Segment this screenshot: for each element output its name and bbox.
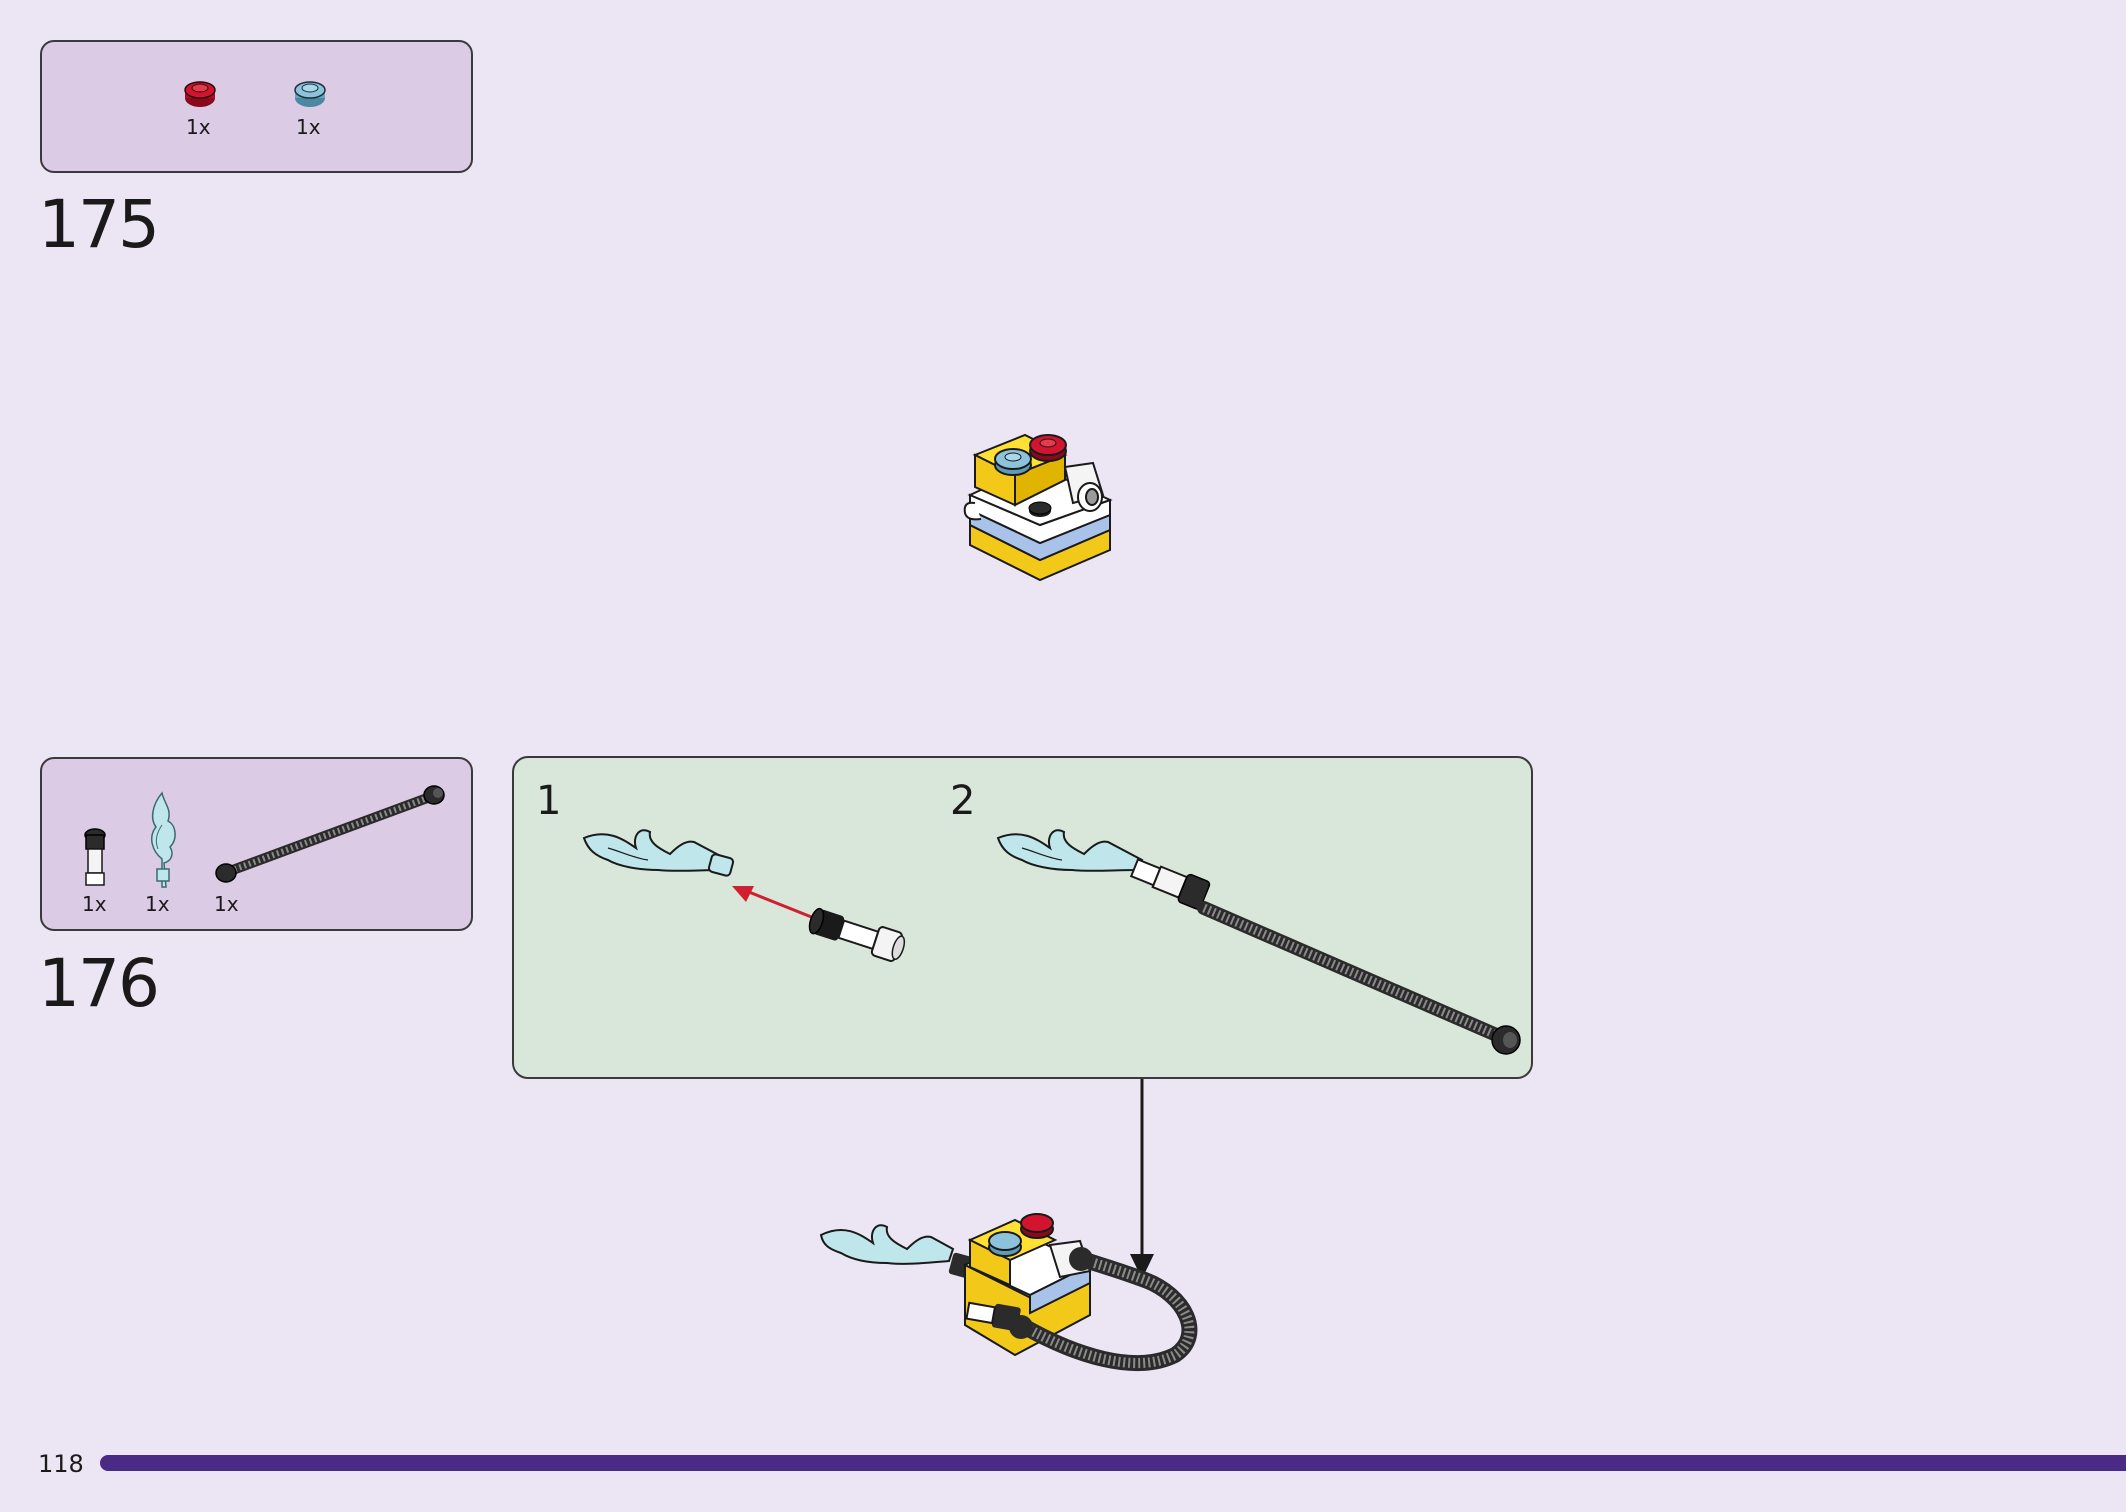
part-qty: 1x [82, 892, 107, 916]
part-qty: 1x [296, 115, 321, 139]
parts-box-175: 1x 1x [40, 40, 473, 173]
hose-nozzle-icon [808, 907, 906, 962]
part-qty: 1x [186, 115, 211, 139]
parts-box-176: 1x 1x 1x [40, 757, 473, 931]
step-number: 176 [38, 945, 160, 1022]
final-brick-assembly-model [819, 1213, 1198, 1372]
water-splash-icon [150, 791, 176, 888]
page-number: 118 [38, 1450, 84, 1478]
page-progress-bar [100, 1455, 2126, 1471]
hose-with-nozzle-assembly [996, 829, 1521, 1055]
substep-number: 2 [950, 778, 976, 824]
hose-nozzle-icon [84, 828, 106, 886]
brick-assembly-model [963, 433, 1113, 582]
ribbed-hose-icon [215, 785, 445, 883]
sub-assembly-box: 1 2 [512, 756, 1533, 1079]
part-qty: 1x [145, 892, 170, 916]
blue-round-plate-icon [294, 81, 326, 107]
step-number: 175 [38, 186, 160, 263]
part-qty: 1x [214, 892, 239, 916]
down-arrow-icon [1130, 1079, 1154, 1279]
water-splash-icon [582, 829, 735, 877]
red-round-plate-icon [184, 81, 216, 107]
substep-number: 1 [536, 778, 562, 824]
